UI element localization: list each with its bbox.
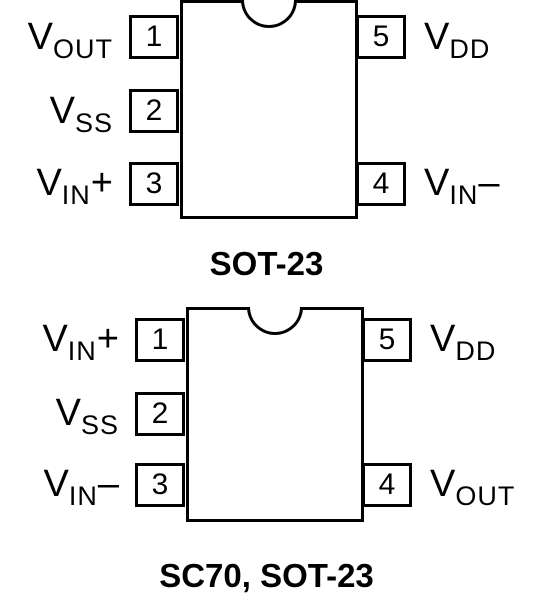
pin-1-signal: VOUT (27, 16, 113, 64)
pin-2-box: 2 (135, 392, 185, 436)
pin-1-number: 1 (151, 323, 169, 356)
pin-2-signal: VSS (55, 392, 119, 440)
pin-3-signal: VIN+ (36, 162, 113, 210)
pin-1-number: 1 (145, 20, 163, 53)
pin-2-number: 2 (151, 397, 169, 430)
pin-5-signal: VDD (430, 318, 497, 366)
pin-1-signal: VIN+ (42, 318, 119, 366)
pin-3-box: 3 (135, 463, 185, 507)
pin-2-number: 2 (145, 94, 163, 127)
pin-5-number: 5 (378, 323, 396, 356)
pin-4-number: 4 (372, 167, 390, 200)
pin-5-box: 5 (362, 318, 412, 362)
pin-1-box: 1 (129, 15, 179, 59)
pin-3-signal: VIN– (43, 463, 120, 511)
pin-4-signal: VOUT (430, 463, 516, 511)
package-title-sc70-sot23: SC70, SOT-23 (159, 557, 374, 594)
pin-3-number: 3 (151, 468, 169, 501)
pin-4-number: 4 (378, 468, 396, 501)
pin-3-box: 3 (129, 162, 179, 206)
package-title-sot23: SOT-23 (209, 245, 324, 282)
pin-4-box: 4 (356, 162, 406, 206)
pin-1-box: 1 (135, 318, 185, 362)
pin-5-box: 5 (356, 15, 406, 59)
pin-2-box: 2 (129, 89, 179, 133)
pin1-notch (247, 307, 303, 335)
pin-5-signal: VDD (424, 16, 491, 64)
pin-4-box: 4 (362, 463, 412, 507)
pin1-notch (241, 0, 297, 28)
pin-3-number: 3 (145, 167, 163, 200)
package-sc70-body (186, 307, 364, 522)
package-sot23-body (180, 0, 358, 219)
pin-2-signal: VSS (49, 90, 113, 138)
pin-4-signal: VIN– (424, 162, 500, 210)
pin-5-number: 5 (372, 20, 390, 53)
